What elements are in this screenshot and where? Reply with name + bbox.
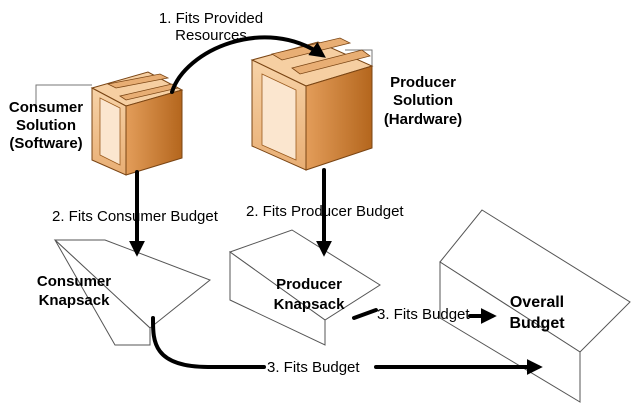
consumer-leader-line bbox=[35, 84, 92, 108]
consumer-knapsack-shape bbox=[53, 239, 211, 346]
producer-knapsack-shape bbox=[228, 229, 381, 346]
producer-knapsack-label-2: Knapsack bbox=[274, 296, 346, 313]
consumer-solution-label-3: (Software) bbox=[9, 135, 82, 152]
overall-budget-label-2: Budget bbox=[509, 315, 565, 332]
consumer-to-label-line bbox=[150, 316, 266, 369]
producer-solution-label-1: Producer bbox=[390, 74, 456, 91]
producer-solution-label-3: (Hardware) bbox=[384, 111, 462, 128]
fits-budget-consumer-label: 3. Fits Budget bbox=[267, 359, 360, 376]
consumer-crate-icon bbox=[90, 71, 184, 176]
fits-provided-label-1: 1. Fits Provided bbox=[159, 10, 263, 27]
fits-budget-producer-label: 3. Fits Budget bbox=[377, 306, 470, 323]
producer-solution-label-2: Solution bbox=[393, 92, 453, 109]
fits-provided-label-2: Resources bbox=[175, 27, 247, 44]
consumer-solution-label-1: Consumer bbox=[9, 99, 83, 116]
consumer-knapsack-label-2: Knapsack bbox=[39, 292, 111, 309]
overall-budget-shape bbox=[439, 209, 631, 403]
overall-budget-label-1: Overall bbox=[510, 294, 564, 311]
consumer-knapsack-label-1: Consumer bbox=[37, 273, 111, 290]
producer-crate-icon bbox=[250, 37, 374, 171]
consumer-solution-label-2: Solution bbox=[16, 117, 76, 134]
producer-knapsack-label-1: Producer bbox=[276, 276, 342, 293]
producer-to-label-line bbox=[352, 308, 378, 320]
fits-provided-arrow bbox=[170, 35, 326, 94]
fits-producer-budget-label: 2. Fits Producer Budget bbox=[246, 203, 404, 220]
fits-consumer-budget-label: 2. Fits Consumer Budget bbox=[52, 208, 219, 225]
